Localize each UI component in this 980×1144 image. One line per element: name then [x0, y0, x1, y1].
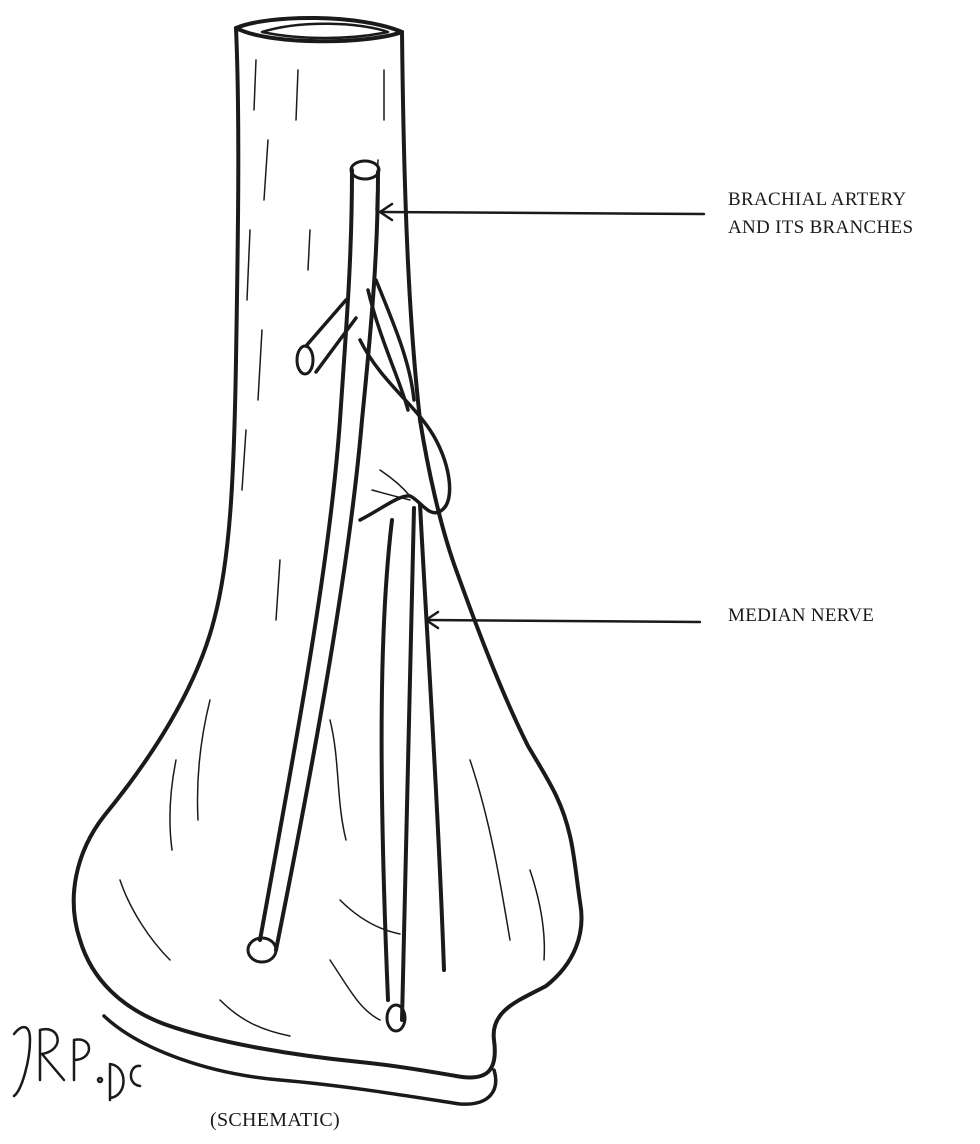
- brachial-artery-trunk-right: [276, 172, 378, 950]
- median-nerve-left: [382, 520, 392, 1000]
- artery-leader-line: [380, 212, 704, 214]
- artery-bottom-opening: [248, 938, 276, 962]
- bone-cut-inner: [262, 24, 388, 38]
- artery-side-branch-opening: [297, 346, 313, 374]
- artery-top-opening: [351, 161, 379, 179]
- median-nerve-right: [420, 504, 444, 970]
- brachial-artery-trunk: [260, 170, 352, 940]
- median-nerve-label: MEDIAN NERVE: [728, 604, 874, 628]
- median-nerve-membrane: [360, 340, 450, 520]
- median-nerve-middle: [402, 508, 414, 1020]
- artist-signature: [14, 1027, 140, 1100]
- nerve-leader-line: [426, 620, 700, 622]
- shaft-shading: [120, 60, 544, 1036]
- brachial-artery-branches-label: AND ITS BRANCHES: [728, 216, 913, 240]
- humerus-trochlea: [104, 1016, 496, 1104]
- schematic-caption: (SCHEMATIC): [210, 1108, 340, 1132]
- brachial-artery-label: BRACHIAL ARTERY: [728, 188, 906, 212]
